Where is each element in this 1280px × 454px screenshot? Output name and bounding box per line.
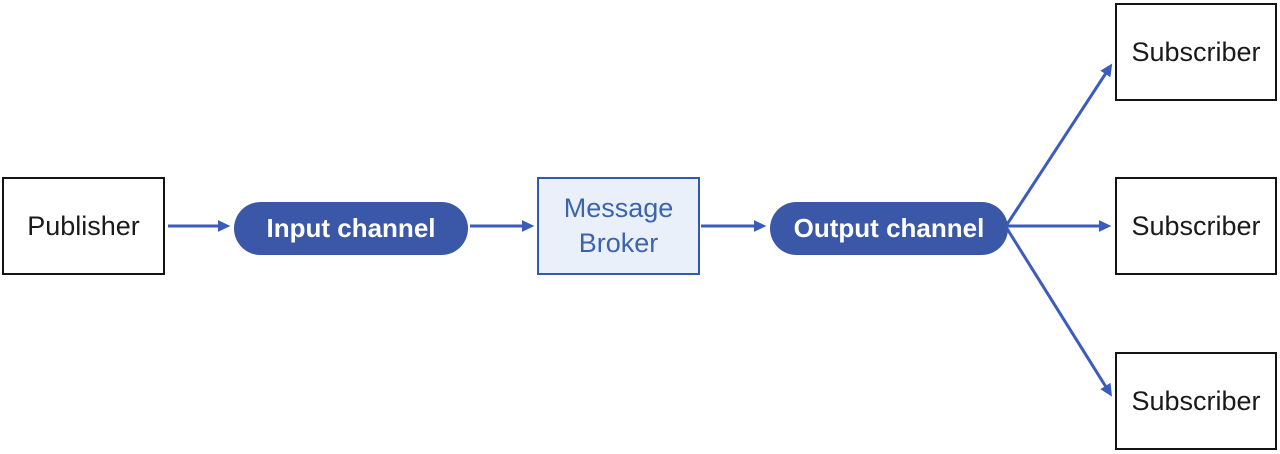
subscriber-label: Subscriber <box>1131 210 1261 241</box>
output-channel-label: Output channel <box>793 213 985 243</box>
subscriber-node-top: Subscriber <box>1115 3 1277 101</box>
subscriber-node-middle: Subscriber <box>1115 177 1277 275</box>
publisher-node: Publisher <box>2 177 165 275</box>
publisher-label: Publisher <box>27 210 140 241</box>
subscriber-label: Subscriber <box>1131 36 1261 67</box>
subscriber-node-bottom: Subscriber <box>1115 352 1277 450</box>
output-channel-node: Output channel <box>770 202 1008 255</box>
input-channel-label: Input channel <box>266 213 436 243</box>
message-broker-node: Message Broker <box>537 177 700 275</box>
message-broker-label: Message Broker <box>563 192 674 258</box>
arrow-output-to-subscriber-top <box>1004 63 1113 227</box>
input-channel-node: Input channel <box>234 202 468 255</box>
arrow-output-to-subscriber-bottom <box>1004 226 1113 397</box>
subscriber-label: Subscriber <box>1131 385 1261 416</box>
